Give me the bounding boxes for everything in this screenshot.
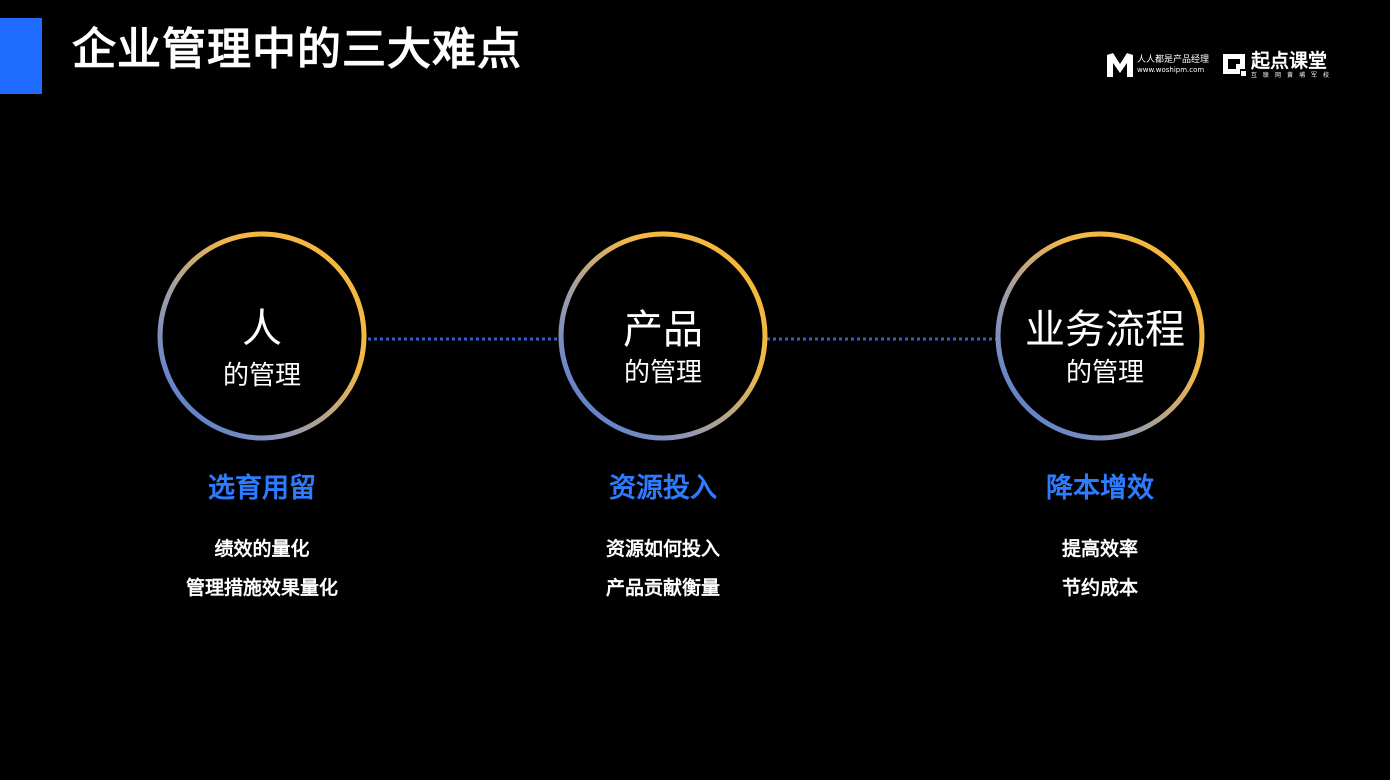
column-product: 资源投入 资源如何投入 产品贡献衡量 [533, 470, 793, 608]
ring-process [995, 231, 1205, 441]
circle-product-label: 产品 的管理 [563, 307, 763, 389]
column-heading: 资源投入 [609, 473, 717, 504]
woshipm-url: www.woshipm.com [1137, 66, 1205, 74]
column-item: 管理措施效果量化 [185, 577, 338, 599]
circle-main-text: 业务流程 [1025, 307, 1185, 353]
circle-sub-text: 的管理 [222, 361, 301, 391]
column-process: 降本增效 提高效率 节约成本 [970, 470, 1230, 608]
column-heading: 降本增效 [1046, 473, 1154, 504]
woshipm-logo-text: 人人都是产品经理 www.woshipm.com [1137, 55, 1219, 75]
ring-product [558, 231, 768, 441]
column-item: 节约成本 [1061, 577, 1138, 599]
title-accent-bar [0, 18, 42, 94]
slide-title: 企业管理中的三大难点 [72, 24, 522, 75]
circle-process-label: 业务流程 的管理 [1005, 307, 1205, 389]
qidian-logo-text: 起点课堂 互联网黄埔军校 [1251, 49, 1347, 80]
qidian-name: 起点课堂 [1251, 49, 1328, 72]
qidian-logo-icon [1223, 54, 1246, 76]
brand-logos: 人人都是产品经理 www.woshipm.com 起点课堂 互联网黄埔军校 [1106, 50, 1347, 80]
qidian-tagline: 互联网黄埔军校 [1251, 71, 1336, 79]
circle-main-text: 人 [242, 306, 282, 352]
column-heading: 选育用留 [208, 473, 316, 504]
circle-sub-text: 的管理 [1065, 358, 1144, 388]
circle-main-text: 产品 [623, 307, 703, 353]
circle-people-label: 人 的管理 [162, 306, 362, 392]
column-people: 选育用留 绩效的量化 管理措施效果量化 [132, 470, 392, 608]
column-item: 提高效率 [1061, 538, 1138, 560]
column-item: 资源如何投入 [605, 538, 720, 560]
woshipm-logo-icon [1107, 53, 1133, 77]
column-item: 绩效的量化 [214, 538, 310, 560]
circle-sub-text: 的管理 [623, 358, 702, 388]
column-item: 产品贡献衡量 [605, 577, 720, 599]
ring-people [157, 231, 367, 441]
woshipm-name: 人人都是产品经理 [1137, 55, 1210, 65]
